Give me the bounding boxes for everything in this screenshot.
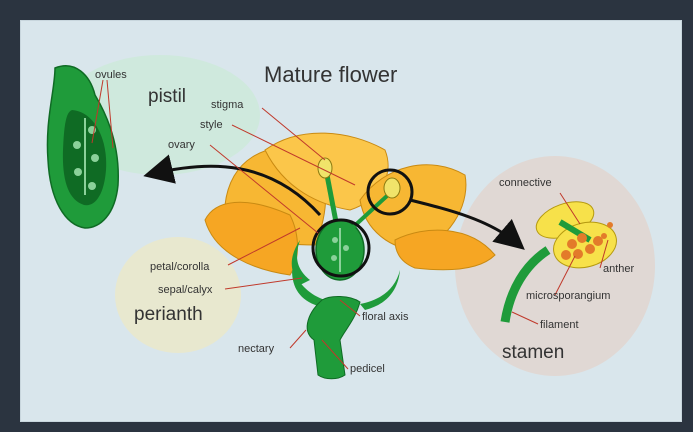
diagram-title: Mature flower [264,62,397,87]
petal-label: petal/corolla [150,261,210,273]
stamen-group-label: stamen [502,342,564,363]
pistil-group-label: pistil [148,86,186,107]
ovules-label: ovules [95,69,127,81]
pedicel-label: pedicel [350,363,385,375]
filament-label: filament [540,319,579,331]
floral-axis-label: floral axis [362,311,409,323]
anther-label: anther [603,263,635,275]
stigma-label: stigma [211,99,244,111]
style-label: style [200,119,223,131]
perianth-group-label: perianth [134,304,203,325]
sepal-label: sepal/calyx [158,284,213,296]
ovary-label: ovary [168,139,195,151]
connective-label: connective [499,177,552,189]
nectary-label: nectary [238,343,275,355]
microsporangium-label: microsporangium [526,290,610,302]
